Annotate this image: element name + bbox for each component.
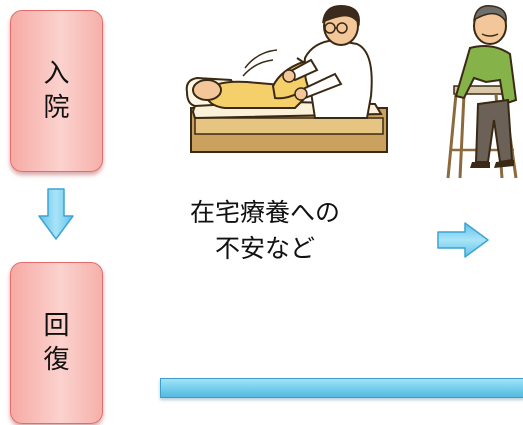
worry-text-line-1: 在宅療養への xyxy=(189,198,340,227)
recovery-label: 回 復 xyxy=(43,309,69,377)
rehab-therapist-illustration xyxy=(185,5,388,153)
right-arrow-icon xyxy=(437,222,489,258)
home-care-worry-caption: 在宅療養への 不安など xyxy=(150,195,380,267)
recovery-stage-box: 回 復 xyxy=(10,262,103,424)
elderly-walker-illustration xyxy=(446,5,518,179)
down-arrow-icon xyxy=(38,188,74,240)
recovery-label-char-2: 復 xyxy=(43,345,70,375)
admission-label-char-1: 入 xyxy=(43,59,70,89)
timeline-progress-bar xyxy=(160,378,523,398)
worry-text-line-2: 不安など xyxy=(214,234,315,263)
admission-label: 入 院 xyxy=(43,57,69,125)
admission-label-char-2: 院 xyxy=(43,93,70,123)
admission-stage-box: 入 院 xyxy=(10,10,103,172)
recovery-label-char-1: 回 xyxy=(43,311,70,341)
